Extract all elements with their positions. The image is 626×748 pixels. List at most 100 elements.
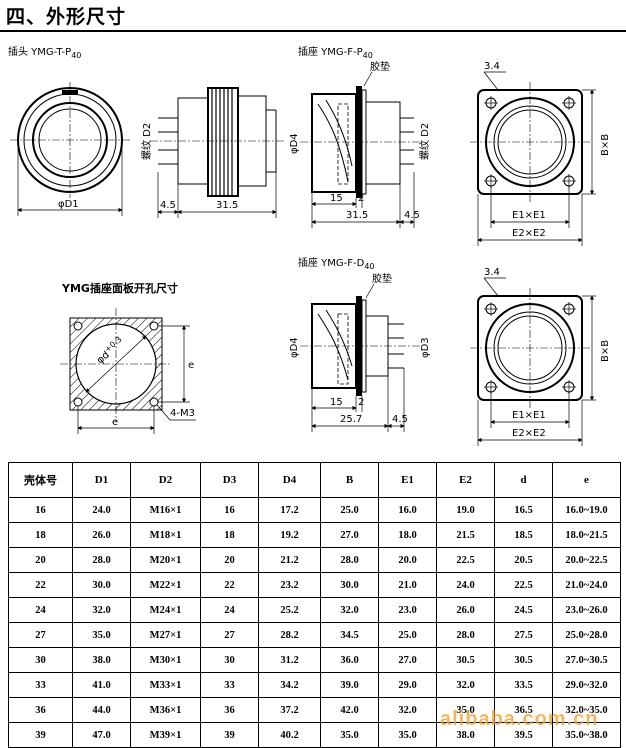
table-cell: 16.5 — [494, 497, 553, 523]
table-cell: 39.0 — [320, 672, 379, 698]
table-cell: 18.5 — [494, 522, 553, 548]
socket-d-45-label: 4.5 — [392, 414, 408, 425]
plug-315-label: 31.5 — [216, 200, 238, 211]
table-cell: 16 — [8, 497, 73, 523]
table-cell: 22 — [8, 572, 73, 598]
watermark: alibaba.com.cn — [440, 708, 599, 730]
table-cell: 41.0 — [72, 672, 131, 698]
socket-p-e1-label: E1×E1 — [512, 210, 546, 221]
table-cell: 25.2 — [258, 597, 321, 623]
table-cell: 29.0 — [378, 672, 437, 698]
table-cell: 36 — [8, 697, 73, 723]
table-cell: 27.0 — [320, 522, 379, 548]
table-cell: M24×1 — [130, 597, 201, 623]
table-cell: 20 — [8, 547, 73, 573]
table-cell: 24.0 — [72, 497, 131, 523]
socket-p-315-label: 31.5 — [346, 210, 368, 221]
table-cell: 40.2 — [258, 722, 321, 748]
header-d: d — [494, 462, 553, 498]
table-cell: M22×1 — [130, 572, 201, 598]
table-cell: 21.0~24.0 — [552, 572, 621, 598]
header-e1: E1 — [378, 462, 437, 498]
table-cell: 25.0 — [320, 497, 379, 523]
table-cell: 31.2 — [258, 647, 321, 673]
plug-d2-label: 螺纹 D2 — [140, 123, 153, 160]
header-e: e — [552, 462, 621, 498]
socket-p-45-label: 4.5 — [404, 210, 420, 221]
table-cell: 27 — [8, 622, 73, 648]
socket-p-2-label: 2 — [358, 193, 364, 204]
table-cell: 30 — [8, 647, 73, 673]
socket-d-d3-label: φD3 — [420, 337, 431, 358]
table-cell: 20.0~22.5 — [552, 547, 621, 573]
table-cell: 24.0 — [436, 572, 495, 598]
table-cell: 34.5 — [320, 622, 379, 648]
socket-d-side-view: 插座 YMG-F-D40 胶垫 φD4 φD3 15 2 25.7 4.5 — [289, 256, 431, 432]
table-cell: 25.0 — [378, 622, 437, 648]
table-cell: 18.0~21.5 — [552, 522, 621, 548]
socket-d-15-label: 15 — [330, 397, 343, 408]
socket-p-side-view: 插座 YMG-F-P40 胶垫 φD4 螺纹 D2 15 2 31.5 4.5 — [289, 45, 431, 228]
table-cell: 26.0 — [436, 597, 495, 623]
socket-p-34-label: 3.4 — [484, 61, 500, 72]
header-d4: D4 — [258, 462, 321, 498]
table-cell: 22.5 — [436, 547, 495, 573]
table-cell: 33.5 — [494, 672, 553, 698]
socket-p-front-view: 3.4 B×B E1×E1 E2×E2 — [470, 61, 611, 246]
table-cell: 28.0 — [320, 547, 379, 573]
socket-d-bxb-label: B×B — [600, 340, 611, 362]
technical-drawing: 插头 YMG-T-P40 φD1 螺纹 D2 — [8, 45, 611, 446]
plug-45-label: 4.5 — [160, 200, 176, 211]
table-cell: 30.0 — [72, 572, 131, 598]
table-cell: 35.0 — [378, 722, 437, 748]
table-cell: 20.5 — [494, 547, 553, 573]
table-cell: 19.0 — [436, 497, 495, 523]
socket-d-front-view: 3.4 B×B E1×E1 E2×E2 — [470, 267, 611, 446]
table-cell: M36×1 — [130, 697, 201, 723]
table-cell: 30.5 — [494, 647, 553, 673]
table-cell: 29.0~32.0 — [552, 672, 621, 698]
table-cell: 32.0 — [320, 597, 379, 623]
socket-d-34-label: 3.4 — [484, 267, 500, 278]
table-cell: 27.5 — [494, 622, 553, 648]
table-cell: 27 — [200, 622, 259, 648]
socket-p-title: 插座 YMG-F-P40 — [298, 45, 373, 60]
table-cell: 27.0~30.5 — [552, 647, 621, 673]
table-cell: 17.2 — [258, 497, 321, 523]
table-cell: 39 — [200, 722, 259, 748]
header-d1: D1 — [72, 462, 131, 498]
table-cell: 36.0 — [320, 647, 379, 673]
socket-d-gasket: 胶垫 — [372, 272, 392, 285]
table-cell: M18×1 — [130, 522, 201, 548]
header-d2: D2 — [130, 462, 201, 498]
socket-p-bxb-label: B×B — [600, 134, 611, 156]
plug-title: 插头 YMG-T-P40 — [8, 45, 81, 60]
table-cell: M27×1 — [130, 622, 201, 648]
table-cell: 39 — [8, 722, 73, 748]
socket-p-d2-label: 螺纹 D2 — [418, 123, 431, 160]
table-cell: 18 — [8, 522, 73, 548]
table-cell: 16.0~19.0 — [552, 497, 621, 523]
table-cell: 35.0 — [320, 722, 379, 748]
panel-m3-label: 4-M3 — [170, 408, 195, 419]
table-cell: 28.2 — [258, 622, 321, 648]
socket-d-e2-label: E2×E2 — [512, 428, 546, 439]
table-cell: 19.2 — [258, 522, 321, 548]
table-cell: 23.0 — [378, 597, 437, 623]
table-cell: 32.0 — [378, 697, 437, 723]
table-cell: 18 — [200, 522, 259, 548]
table-cell: 32.0 — [72, 597, 131, 623]
header-b: B — [320, 462, 379, 498]
table-cell: 24.5 — [494, 597, 553, 623]
table-cell: 28.0 — [436, 622, 495, 648]
table-cell: 35.0 — [72, 622, 131, 648]
table-cell: 28.0 — [72, 547, 131, 573]
socket-d-257-label: 25.7 — [340, 414, 362, 425]
